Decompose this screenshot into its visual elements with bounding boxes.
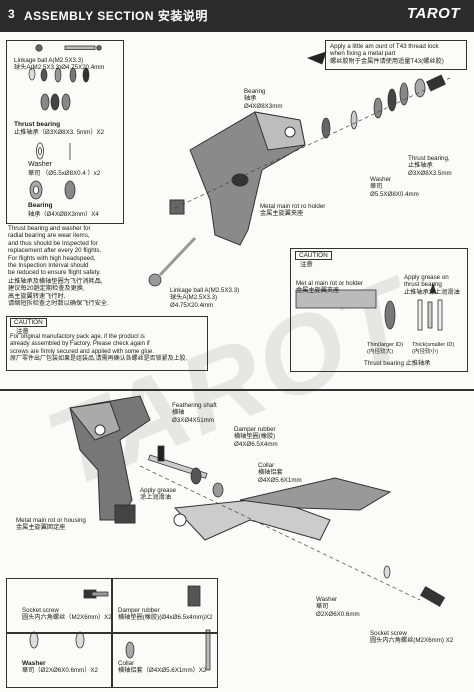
maintenance-note-cn: 止推轴承及横轴垫圈为飞行消耗品,建议每20趟定期检查及更换,高主旋翼转速飞行时,…: [8, 278, 109, 308]
parts-linkage-ball-label: Linkage ball A(M2.5X3.3)球头A(M2.5X3.3)Ø4.…: [14, 57, 105, 72]
caution-factory-box: [6, 316, 208, 371]
parts-bottom-icons: [29, 585, 211, 671]
parts-cell-screw: [6, 578, 113, 634]
parts-cell-washer: [6, 632, 113, 688]
thin-id-label: Thin(larger ID)(内径较大): [367, 342, 404, 356]
linkage-ball-illustration: [148, 236, 197, 287]
caution-diagram: [295, 282, 443, 331]
parts-cell-collar: [111, 632, 218, 688]
bearing-stack-illustration: [321, 78, 426, 139]
caution-top-header-cn: 注意: [300, 261, 313, 268]
rotor-holder-illustration: [169, 111, 306, 246]
parts-washer-title: Washer: [28, 161, 52, 168]
section-header: [0, 0, 474, 32]
parts-thrust-bearing-desc: 止推轴承（Ø3XØ8X3. 5mm）X2: [14, 129, 105, 136]
bearing-icon: [29, 180, 76, 200]
socket-screw-illustration: [383, 565, 446, 607]
thread-lock-note: Apply a little am ount of T43 thread loc…: [330, 43, 444, 65]
parts-bearing-desc: 轴承（Ø4XØ8X3mm）X4: [28, 211, 99, 218]
housing-illustration: [69, 395, 151, 524]
thrust-bearing-caption: Thrust bearing 止推轴承: [364, 360, 431, 367]
parts-cell-damper: [111, 578, 218, 634]
section-divider: [0, 389, 474, 391]
linkage-ball-icon: [35, 44, 102, 52]
parts-bearing-title: Bearing: [28, 202, 53, 209]
section-number: 3: [8, 7, 15, 21]
caution-factory-header-cn: 注意: [16, 328, 29, 335]
caution-top-header: CAUTION: [295, 251, 332, 260]
section-title: ASSEMBLY SECTION 安装说明: [24, 9, 208, 23]
caution-factory-header: CAUTION: [10, 318, 47, 327]
parts-washer-desc: 華司 （Ø5.5xØ8X0.4 ）x2: [28, 170, 101, 177]
tarot-logo: TAROT: [406, 5, 460, 22]
thread-lock-box: [325, 40, 467, 70]
caution-top-box: [290, 248, 468, 372]
parts-box: [6, 40, 124, 224]
damper-rubber-illustration: [190, 467, 224, 498]
parts-thrust-bearing-title: Thrust bearing: [14, 121, 61, 128]
blade-grip-illustration: [173, 477, 392, 541]
screw-top-illustration: [306, 51, 446, 92]
caution-factory-text: For original manufactory pack age, if th…: [10, 334, 188, 363]
small-parts-icons: [28, 67, 90, 83]
washer-icon: [36, 142, 71, 160]
thick-id-label: Thick(smaller ID)(内径较小): [412, 342, 455, 356]
linkage-ball-label: Linkage ball A(M2.5X3.3)球头A(M2.5X3.3)Ø4.…: [170, 287, 240, 309]
thrust-bearing-icon: [40, 93, 71, 111]
